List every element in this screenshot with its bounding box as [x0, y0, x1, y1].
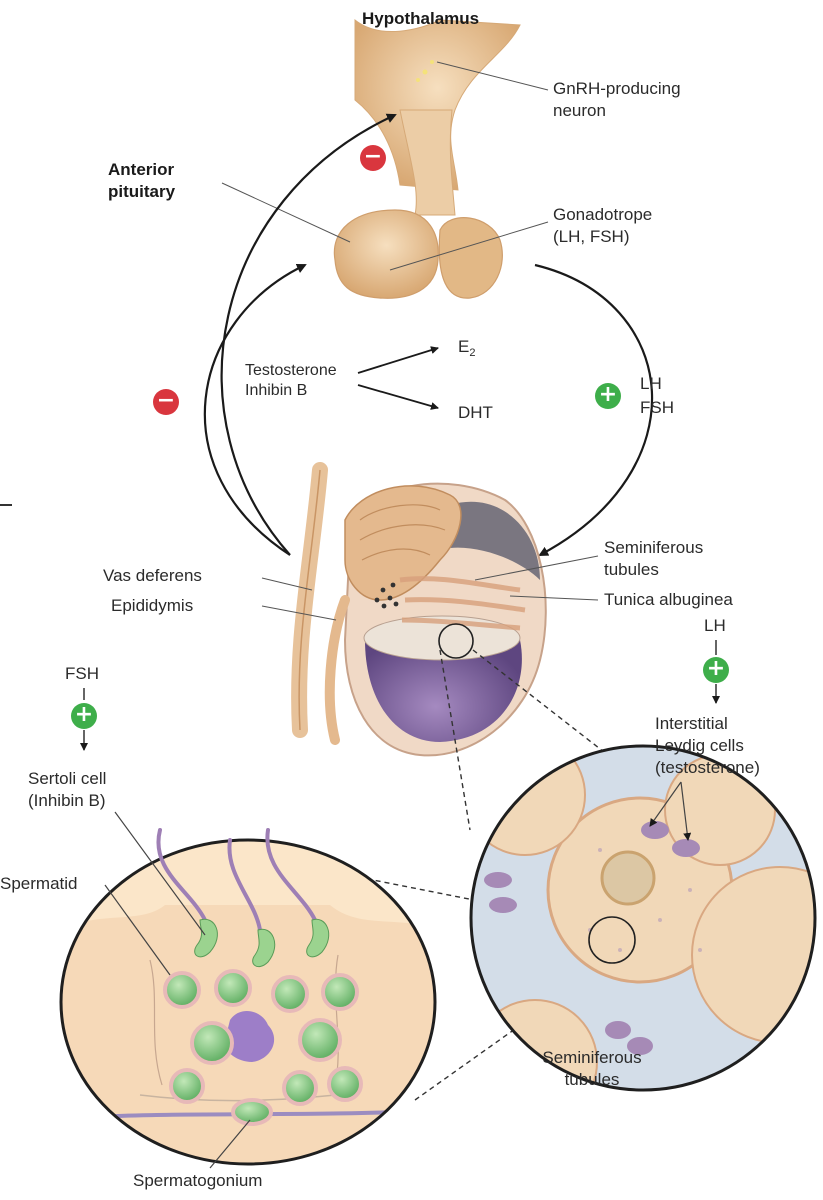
negative-feedback-arrow-hypothalamus — [220, 113, 397, 556]
anterior-pituitary-leader — [221, 182, 351, 243]
lh-top-line: LH — [640, 374, 662, 393]
sertoli-nucleus — [224, 1010, 275, 1062]
epididymis-leader — [261, 605, 337, 621]
gonadotrope-leader — [389, 221, 549, 271]
anterior-pituitary-line2: pituitary — [108, 182, 176, 201]
leydig-cells — [484, 821, 700, 1055]
tubule-lobules — [399, 576, 526, 631]
inhibit-badge-pituitary: − — [360, 145, 386, 171]
gnrh-neuron-label: GnRH-producing neuron — [553, 78, 681, 122]
epididymis-label: Epididymis — [111, 596, 194, 615]
seminiferous-tubules-line2: tubules — [604, 560, 659, 579]
stimulate-badge-lh-leydig: + — [703, 657, 729, 683]
interstitial-leydig-label: Interstitial Leydig cells (testosterone) — [655, 713, 760, 779]
gnrh-neuron-line1: GnRH-producing — [553, 79, 681, 98]
hypothalamus-tissue — [354, 18, 521, 191]
epididymis-coil — [344, 485, 462, 601]
anterior-pituitary-lobe — [333, 209, 439, 299]
negative-feedback-arrow-pituitary — [203, 263, 307, 556]
spermatogonium-label: Spermatogonium — [133, 1171, 263, 1190]
spermatogonium-cell — [231, 1098, 273, 1126]
testosterone-inhibin-label: Testosterone Inhibin B — [245, 361, 337, 401]
sperm-tails — [156, 828, 317, 932]
gnrh-neuron-dot — [422, 69, 428, 75]
gonadotrope-line2: (LH, FSH) — [553, 227, 630, 246]
seminiferous-tubules-leader — [474, 555, 599, 581]
hypothalamus-label: Hypothalamus — [362, 9, 480, 28]
hypothalamus-pituitary-illustration — [221, 18, 549, 299]
seminiferous-tubules-bottom-label: Seminiferous tubules — [522, 1047, 662, 1091]
spermatogonium-leader — [209, 1119, 251, 1169]
pituitary-stalk — [399, 109, 456, 216]
fsh-top-line: FSH — [640, 398, 674, 417]
dht-label: DHT — [458, 403, 493, 422]
lh-leydig-label: LH — [704, 616, 726, 635]
interstitial-line2: Leydig cells — [655, 736, 744, 755]
sertoli-cell-label: Sertoli cell (Inhibin B) — [28, 768, 106, 812]
lh-fsh-stimulation-arrow — [534, 263, 654, 556]
spermatid-leader — [104, 884, 171, 976]
posterior-pituitary-lobe — [438, 217, 503, 299]
testosterone-line: Testosterone — [245, 362, 337, 379]
testosterone-to-e2-arrow — [357, 346, 439, 374]
testis-zoom-circle — [438, 623, 474, 659]
sertoli-line1: Sertoli cell — [28, 769, 107, 788]
gnrh-neuron-leader — [436, 61, 549, 91]
e2-subscript: 2 — [469, 347, 476, 359]
germ-cells — [163, 969, 363, 1126]
vas-deferens-label: Vas deferens — [103, 566, 202, 585]
testosterone-to-dht-arrow — [357, 384, 439, 410]
inhibin-b-line: Inhibin B — [245, 382, 308, 399]
e2-base: E — [458, 337, 470, 356]
vas-deferens-tube — [291, 462, 328, 738]
stimulate-badge-fsh-sertoli: + — [71, 703, 97, 729]
tunica-albuginea-leader — [509, 595, 599, 601]
vas-deferens-leader — [261, 577, 313, 591]
lh-fsh-label: LH FSH — [640, 372, 674, 420]
sertoli-leader — [114, 811, 206, 936]
testis-dark-cavity — [450, 501, 540, 580]
feedback-arrows — [203, 113, 654, 556]
sertoli-line2: (Inhibin B) — [28, 791, 106, 810]
tubule-zoom-circle — [588, 916, 636, 964]
inhibit-badge-loop: − — [153, 389, 179, 415]
interstitial-line3: (testosterone) — [655, 758, 760, 777]
spermatid-label: Spermatid — [0, 874, 78, 893]
testis-illustration — [261, 462, 599, 757]
tubule-lumen — [600, 850, 656, 906]
seminiferous-bottom-line2: tubules — [564, 1070, 620, 1089]
spermatogenesis-detail — [59, 811, 437, 1169]
tunica-albuginea-label: Tunica albuginea — [604, 590, 733, 609]
seminiferous-tubules-line1: Seminiferous — [604, 538, 704, 557]
zoom-lines — [357, 649, 641, 1101]
anterior-pituitary-label: Anterior pituitary — [108, 159, 175, 203]
stimulate-badge-lh-fsh: + — [595, 383, 621, 409]
epididymis-duct — [324, 595, 350, 745]
interstitial-line1: Interstitial — [655, 714, 728, 733]
anterior-pituitary-line1: Anterior — [108, 160, 175, 179]
gonadotrope-line1: Gonadotrope — [553, 205, 653, 224]
rete-testis — [374, 582, 399, 609]
fsh-sertoli-label: FSH — [65, 664, 99, 683]
hormone-arrows — [80, 640, 720, 751]
seminiferous-bottom-line1: Seminiferous — [542, 1048, 642, 1067]
gonadotrope-label: Gonadotrope (LH, FSH) — [553, 204, 652, 248]
e2-label: E2 — [458, 336, 475, 364]
spermatids — [194, 918, 330, 968]
gnrh-neuron-line2: neuron — [553, 101, 606, 120]
seminiferous-tubules-label: Seminiferous tubules — [604, 537, 703, 581]
